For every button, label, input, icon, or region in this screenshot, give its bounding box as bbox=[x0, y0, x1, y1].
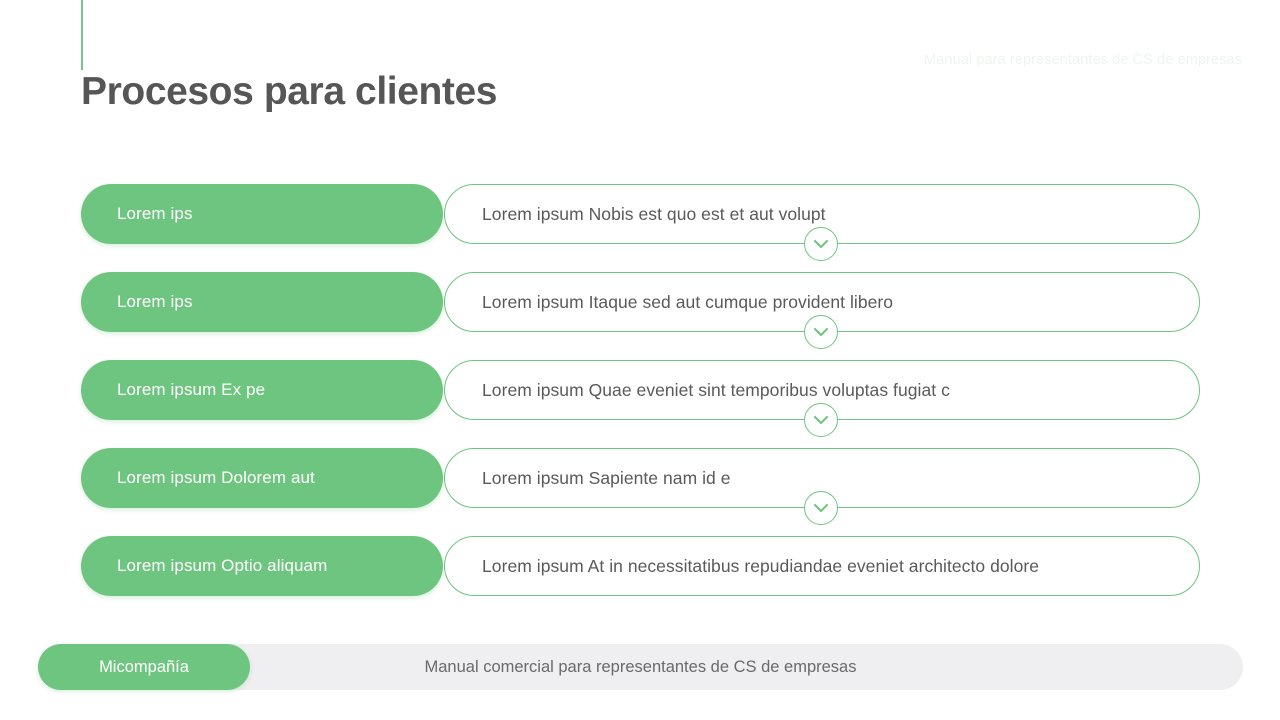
chevron-down-icon[interactable] bbox=[804, 315, 838, 349]
process-row-body-text: Lorem ipsum Itaque sed aut cumque provid… bbox=[482, 291, 894, 312]
process-row-label-text: Lorem ipsum Ex pe bbox=[117, 380, 266, 399]
process-row-body-text: Lorem ipsum Sapiente nam id e bbox=[482, 467, 731, 488]
process-row-label-text: Lorem ips bbox=[117, 292, 193, 311]
chevron-down-icon[interactable] bbox=[804, 491, 838, 525]
process-row-body-text: Lorem ipsum Quae eveniet sint temporibus… bbox=[482, 379, 950, 400]
process-row-label-text: Lorem ipsum Dolorem aut bbox=[117, 468, 315, 487]
process-row-body-text: Lorem ipsum At in necessitatibus repudia… bbox=[482, 555, 1040, 576]
accent-rule bbox=[81, 0, 83, 70]
chevron-down-icon[interactable] bbox=[804, 227, 838, 261]
process-row: Lorem ips Lorem ipsum Nobis est quo est … bbox=[0, 184, 1280, 261]
process-row-label-text: Lorem ipsum Optio aliquam bbox=[117, 556, 328, 575]
process-row: Lorem ips Lorem ipsum Itaque sed aut cum… bbox=[0, 272, 1280, 349]
footer-center: Manual comercial para representantes de … bbox=[38, 644, 1243, 690]
process-row-body-text: Lorem ipsum Nobis est quo est et aut vol… bbox=[482, 203, 826, 224]
header-kicker: Manual para representantes de CS de empr… bbox=[924, 52, 1242, 68]
chevron-down-icon[interactable] bbox=[804, 403, 838, 437]
process-row-label-pill[interactable]: Lorem ips bbox=[81, 184, 443, 244]
process-row: Lorem ipsum Dolorem aut Lorem ipsum Sapi… bbox=[0, 448, 1280, 525]
process-row: Lorem ipsum Ex pe Lorem ipsum Quae eveni… bbox=[0, 360, 1280, 437]
process-row-label-pill[interactable]: Lorem ipsum Ex pe bbox=[81, 360, 443, 420]
process-row: Lorem ipsum Optio aliquam Lorem ipsum At… bbox=[0, 536, 1280, 596]
footer-center-text: Manual comercial para representantes de … bbox=[424, 657, 857, 676]
process-row-label-pill[interactable]: Lorem ipsum Optio aliquam bbox=[81, 536, 443, 596]
process-row-label-pill[interactable]: Lorem ipsum Dolorem aut bbox=[81, 448, 443, 508]
footer-brand-text: Micompañía bbox=[99, 657, 189, 676]
process-row-label-pill[interactable]: Lorem ips bbox=[81, 272, 443, 332]
process-row-list: Lorem ips Lorem ipsum Nobis est quo est … bbox=[0, 184, 1280, 624]
page-title: Procesos para clientes bbox=[81, 70, 498, 113]
process-row-label-text: Lorem ips bbox=[117, 204, 193, 223]
process-row-body-pill[interactable]: Lorem ipsum At in necessitatibus repudia… bbox=[444, 536, 1200, 596]
footer-brand-pill[interactable]: Micompañía bbox=[38, 644, 250, 690]
